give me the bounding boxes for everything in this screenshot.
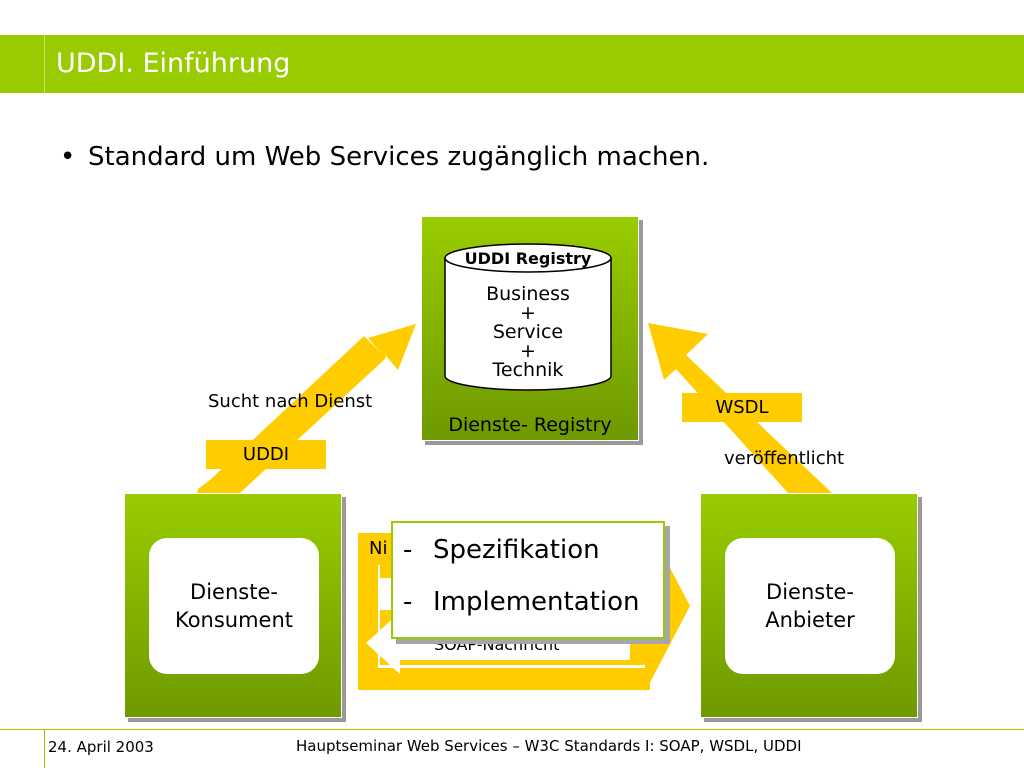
registry-line-service: Service [492,321,564,343]
registry-line-plus-1: + [520,302,536,324]
search-label: Sucht nach Dienst [208,391,373,412]
spec-item-implementation: -Implementation [403,587,663,639]
bullet-item: • Standard um Web Services zugänglich mac… [60,142,709,172]
footer-date: 24. April 2003 [48,738,154,756]
publish-label: veröffentlicht [724,448,845,469]
registry-line-plus-2: + [520,340,536,362]
left-arrow-shaft [196,336,386,493]
footer-title: Hauptseminar Web Services – W3C Standard… [296,737,802,755]
registry-line-technik: Technik [492,359,564,381]
registry-cylinder-title: UDDI Registry [464,249,592,268]
spec-item-text: Implementation [433,587,640,617]
uddi-tag: UDDI [206,440,326,469]
title-bar [0,35,1024,93]
registry-cylinder [444,243,612,391]
registry-content: Business + Service + Technik [443,285,613,380]
spec-dash: - [403,587,413,617]
spec-item-spezifikation: -Spezifikation [403,535,663,587]
title-divider [44,35,45,93]
provider-label: Dienste- Anbieter [725,538,895,674]
bottom-arrow-body [358,533,378,690]
spec-box: -Spezifikation -Implementation [391,521,665,639]
spec-item-text: Spezifikation [433,535,600,565]
footer-tick [44,729,45,768]
wsdl-tag: WSDL [682,393,802,422]
bullet-text: Standard um Web Services zugänglich mach… [88,142,710,172]
registry-line-business: Business [486,283,570,305]
bottom-partial-label: Ni [369,538,388,559]
slide-title: UDDI. Einführung [56,48,291,79]
soap-label: SOAP-Nachricht [434,635,560,654]
bullet-symbol: • [60,142,76,172]
footer-divider [0,729,1024,730]
bottom-arrow-base [358,668,650,690]
consumer-label: Dienste- Konsument [149,538,319,674]
spec-dash: - [403,535,413,565]
registry-caption: Dienste- Registry [448,414,612,436]
